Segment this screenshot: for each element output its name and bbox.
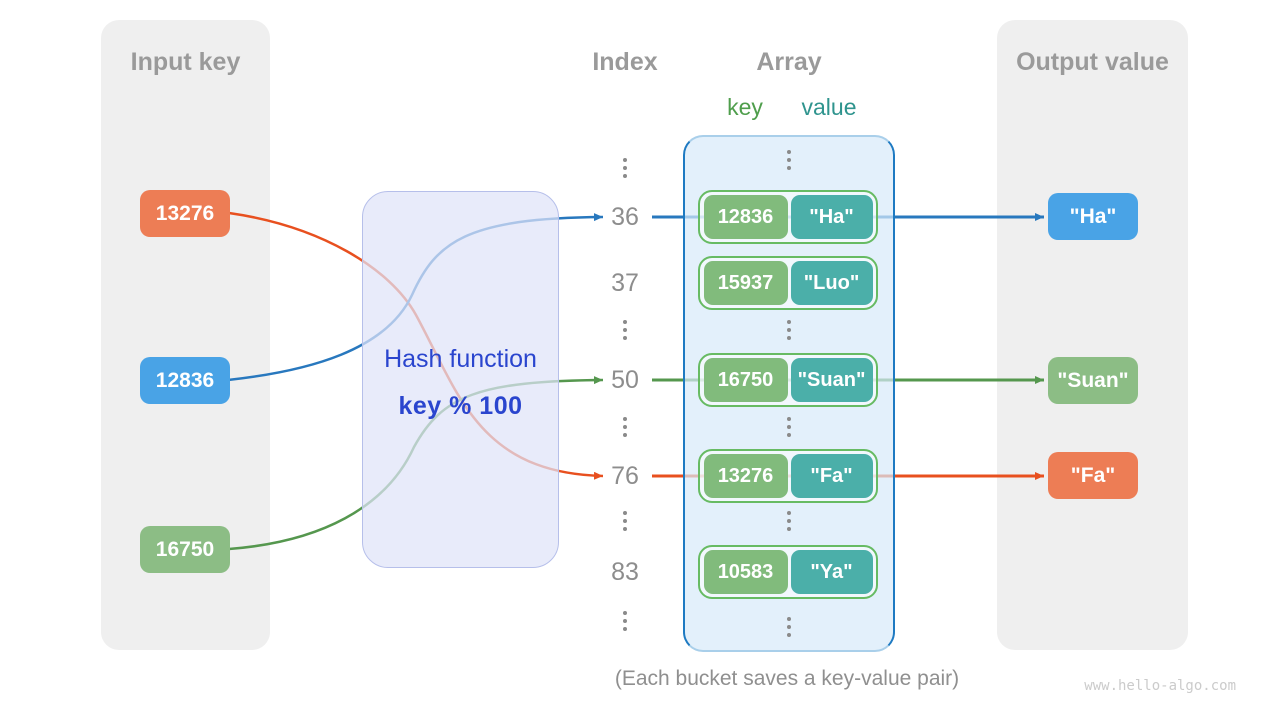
- output-value-box: "Fa": [1048, 452, 1138, 499]
- bucket-row: 15937 "Luo": [698, 256, 878, 310]
- bucket-key-cell: 16750: [703, 358, 788, 402]
- ellipsis-icon: [623, 320, 627, 340]
- key-column-header: key: [727, 94, 763, 120]
- input-key-box: 16750: [140, 526, 230, 573]
- diagram-caption: (Each bucket saves a key-value pair): [614, 667, 960, 690]
- ellipsis-icon: [623, 611, 627, 631]
- bucket-value-cell: "Suan": [790, 358, 873, 402]
- bucket-value-cell: "Ha": [790, 195, 873, 239]
- ellipsis-icon: [623, 158, 627, 178]
- index-value: 37: [611, 269, 639, 297]
- ellipsis-icon: [787, 417, 791, 437]
- input-panel-title: Input key: [130, 48, 241, 76]
- bucket-value-cell: "Ya": [790, 550, 873, 594]
- output-value-box: "Suan": [1048, 357, 1138, 404]
- ellipsis-icon: [623, 417, 627, 437]
- bucket-value-cell: "Luo": [790, 261, 873, 305]
- bucket-row: 16750 "Suan": [698, 353, 878, 407]
- ellipsis-icon: [787, 511, 791, 531]
- output-value-panel: [997, 20, 1188, 650]
- index-value: 83: [611, 558, 639, 586]
- bucket-value-cell: "Fa": [790, 454, 873, 498]
- bucket-key-cell: 12836: [703, 195, 788, 239]
- bucket-row: 12836 "Ha": [698, 190, 878, 244]
- ellipsis-icon: [787, 617, 791, 637]
- bucket-key-cell: 15937: [703, 261, 788, 305]
- index-column-title: Index: [592, 48, 658, 76]
- input-key-box: 12836: [140, 357, 230, 404]
- hash-function-formula: key % 100: [398, 392, 523, 420]
- value-column-header: value: [801, 94, 857, 120]
- ellipsis-icon: [623, 511, 627, 531]
- bucket-key-cell: 10583: [703, 550, 788, 594]
- ellipsis-icon: [787, 150, 791, 170]
- bucket-row: 13276 "Fa": [698, 449, 878, 503]
- bucket-row: 10583 "Ya": [698, 545, 878, 599]
- index-value: 50: [611, 366, 639, 394]
- index-value: 36: [611, 203, 639, 231]
- array-title: Array: [756, 48, 822, 76]
- output-value-box: "Ha": [1048, 193, 1138, 240]
- index-value: 76: [611, 462, 639, 490]
- bucket-key-cell: 13276: [703, 454, 788, 498]
- hash-function-box: [362, 191, 559, 568]
- watermark: www.hello-algo.com: [1084, 678, 1236, 694]
- output-panel-title: Output value: [1016, 48, 1169, 76]
- hash-function-label: Hash function: [384, 345, 537, 373]
- input-key-box: 13276: [140, 190, 230, 237]
- ellipsis-icon: [787, 320, 791, 340]
